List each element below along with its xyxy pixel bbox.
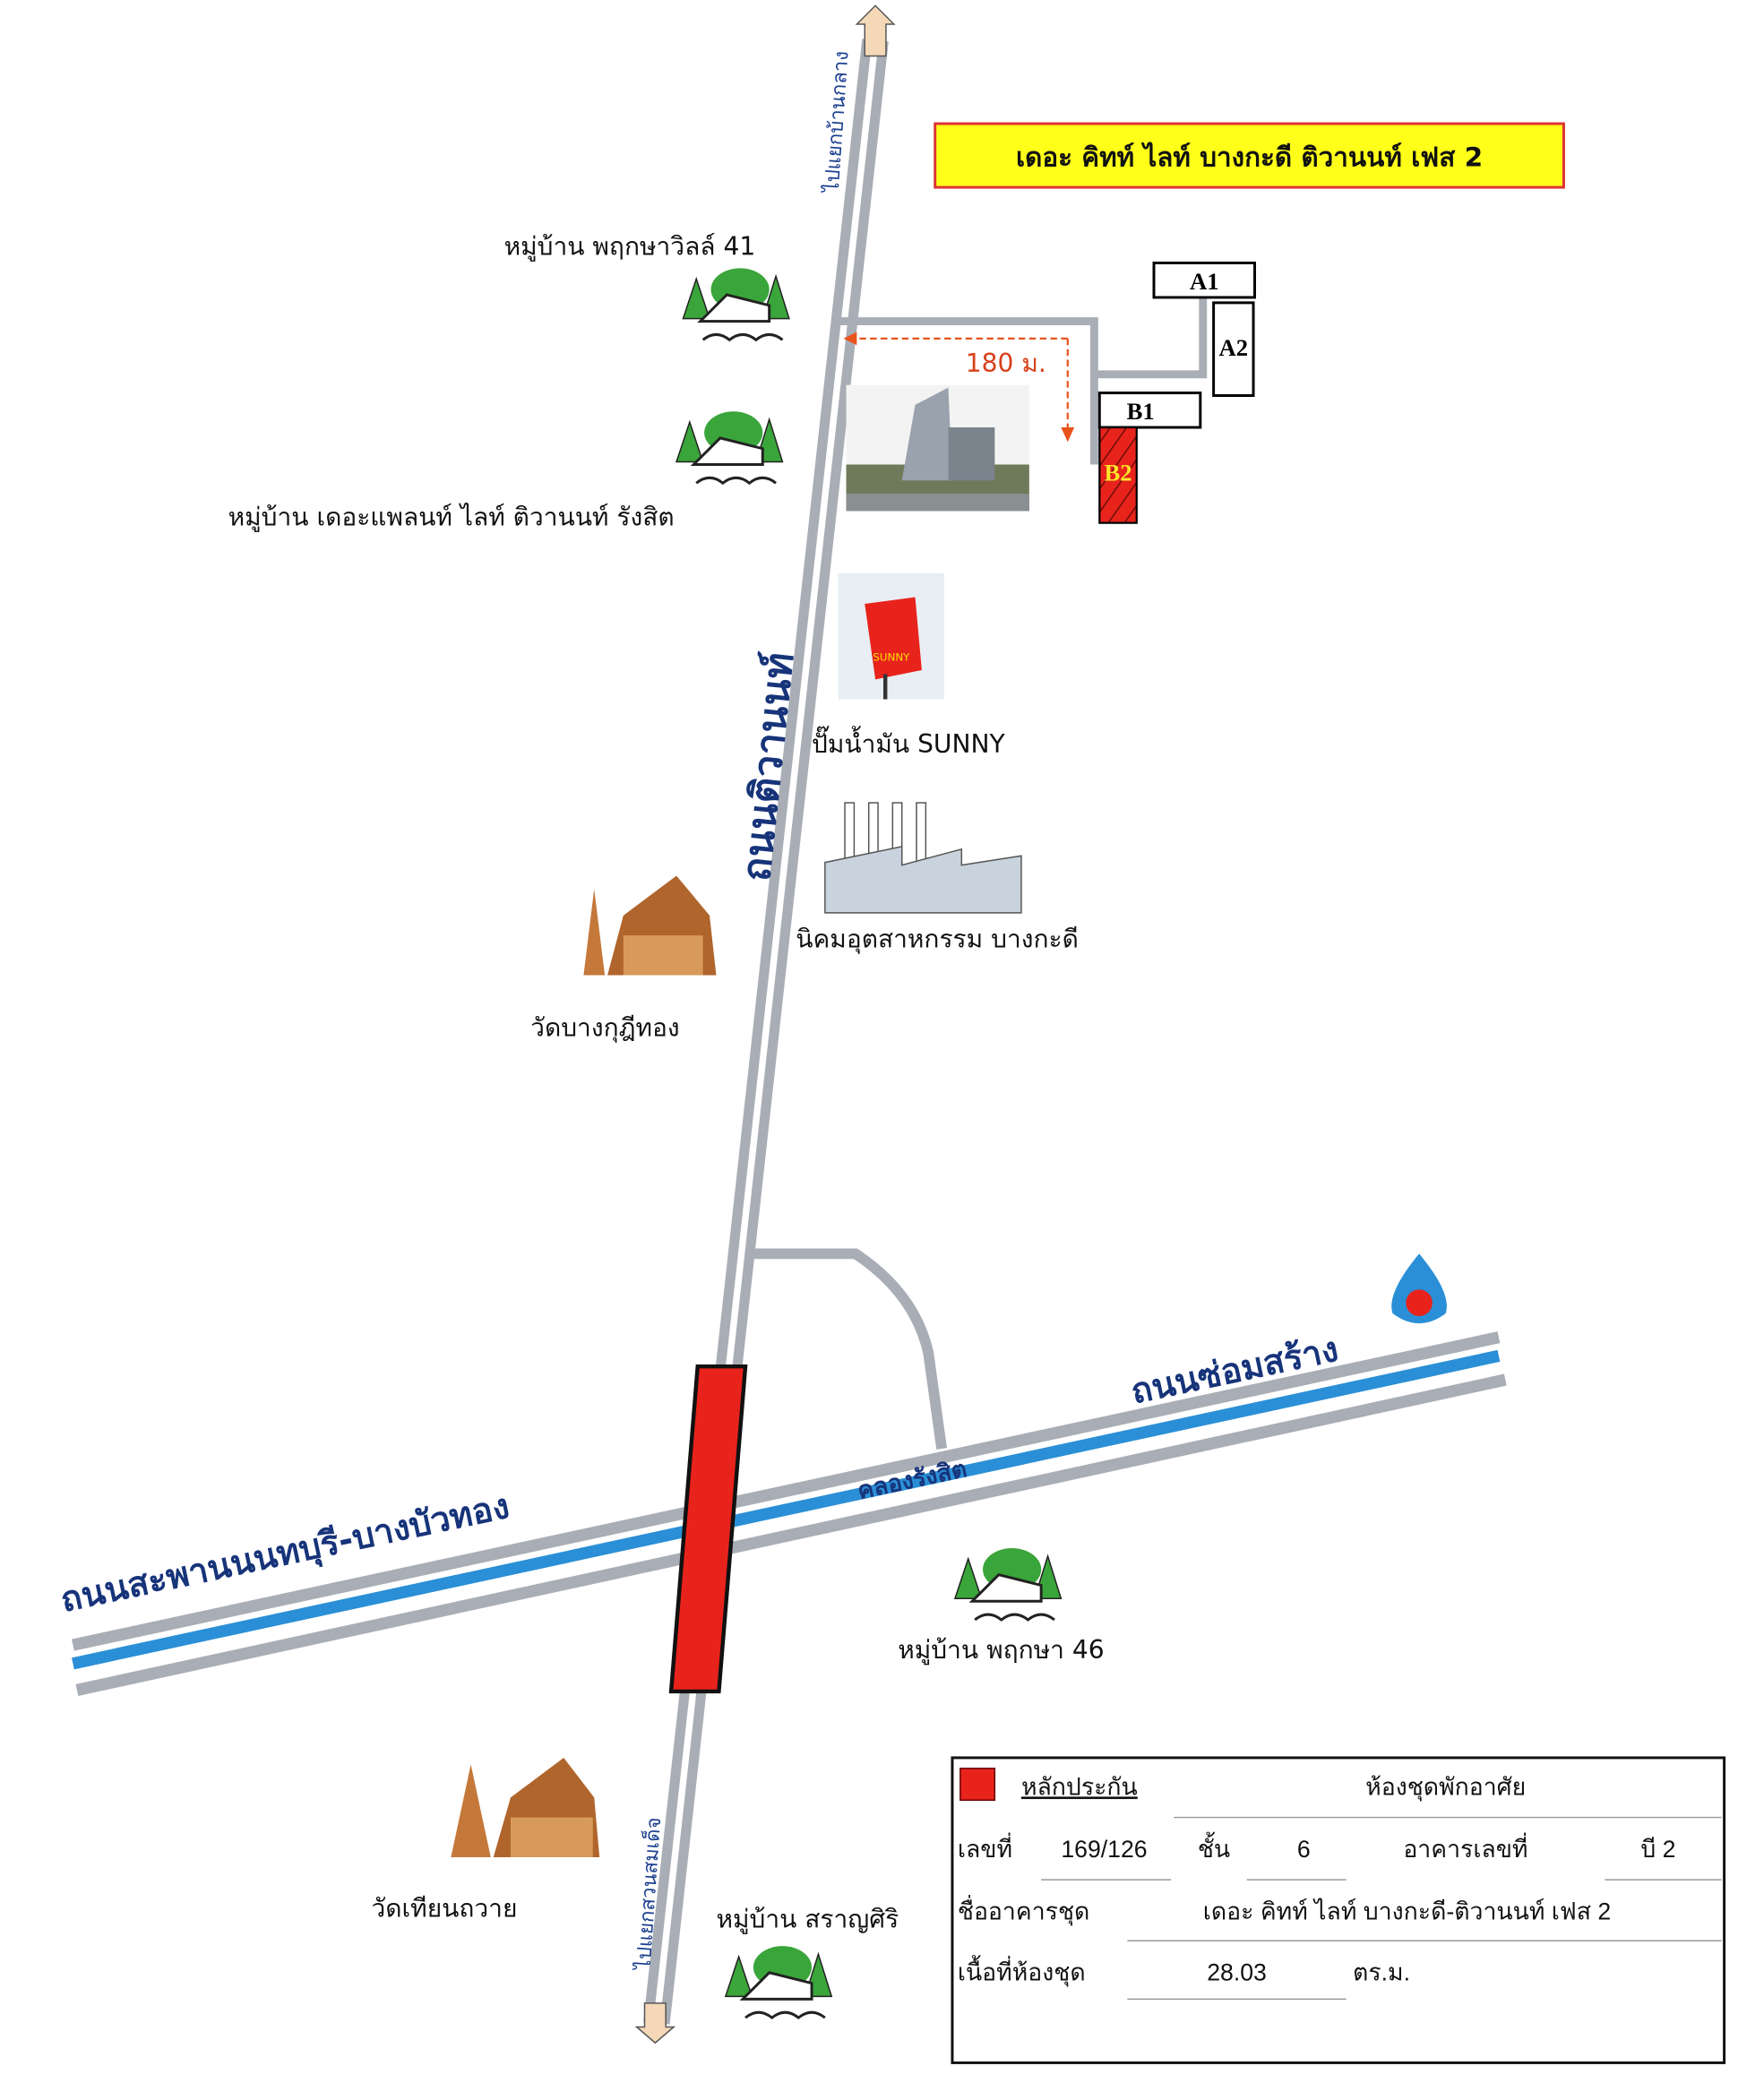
sunny-gas-station-photo: SUNNY [838,572,945,700]
floor-label: ชั้น [1198,1832,1230,1863]
sunny-sign-text: SUNNY [873,651,910,664]
village-pruksa-ville-41-label: หมู่บ้าน พฤกษาวิลล์ 41 [504,232,756,263]
building-a1 [1152,261,1256,299]
village-icon [724,1946,833,2020]
north-arrow-icon [855,4,896,57]
floor: 6 [1297,1836,1311,1863]
village-saransiri-label: หมู่บ้าน สราญศิริ [716,1904,899,1934]
access-road [838,297,1208,465]
building-no-label: อาคารเลขที่ [1403,1832,1527,1863]
gas-station-label: ปั๊มน้ำมัน SUNNY [812,726,1006,759]
temple-bang-kudi-thong-label: วัดบางกุฎีทอง [530,1013,679,1044]
building-a2 [1212,301,1255,398]
area-label: เนื้อที่ห้องชุด [958,1956,1086,1987]
building-b2-label: B2 [1104,459,1132,486]
village-pruksa-46-label: หมู่บ้าน พฤกษา 46 [898,1635,1104,1666]
building-b1-label: B1 [1127,398,1155,425]
area: 28.03 [1207,1959,1267,1986]
village-icon [682,268,790,342]
branch-road [753,1248,947,1450]
industrial-estate-label: นิคมอุตสาหกรรม บางกะดี [796,924,1079,954]
distance-arrow [855,337,1069,432]
collateral-label: หลักประกัน [1021,1773,1138,1800]
property-type: ห้องชุดพักอาศัย [1365,1773,1526,1801]
temple-icon [583,875,717,976]
property-info-table: หลักประกัน ห้องชุดพักอาศัย เลขที่ 169/12… [951,1756,1726,2064]
south-arrow-icon [634,2002,676,2044]
village-icon [953,1548,1063,1622]
ptt-logo-icon [1391,1253,1447,1324]
bridge [668,1364,748,1694]
village-icon [675,411,784,486]
distance-label: 180 ม. [966,349,1046,378]
title-box [934,122,1565,189]
arrowhead-down-icon [1061,427,1075,443]
arrowhead-left-icon [843,331,857,346]
factory-icon [824,802,1022,914]
main-road [643,39,889,2025]
building-b1 [1097,392,1202,429]
building-no: บี 2 [1640,1836,1675,1863]
collateral-swatch [959,1768,996,1802]
area-unit: ตร.ม. [1353,1959,1410,1986]
cross-road [72,1331,1507,1696]
condo-name: เดอะ คิทท์ ไลท์ บางกะดี-ติวานนท์ เฟส 2 [1203,1898,1611,1925]
title-text: เดอะ คิทท์ ไลท์ บางกะดี ติวานนท์ เฟส 2 [1016,141,1483,172]
temple-thian-thawai-label: วัดเทียนถวาย [372,1894,518,1924]
building-a2-label: A2 [1219,334,1249,361]
building-a1-label: A1 [1190,268,1219,295]
unit-no: 169/126 [1061,1836,1147,1863]
condo-name-label: ชื่ออาคารชุด [958,1895,1089,1926]
condo-photo [846,384,1029,512]
unit-no-label: เลขที่ [958,1832,1012,1863]
building-b2-collateral [1098,426,1138,524]
temple-icon [451,1757,600,1857]
village-plant-light-label: หมู่บ้าน เดอะแพลนท์ ไลท์ ติวานนท์ รังสิต [228,503,675,533]
